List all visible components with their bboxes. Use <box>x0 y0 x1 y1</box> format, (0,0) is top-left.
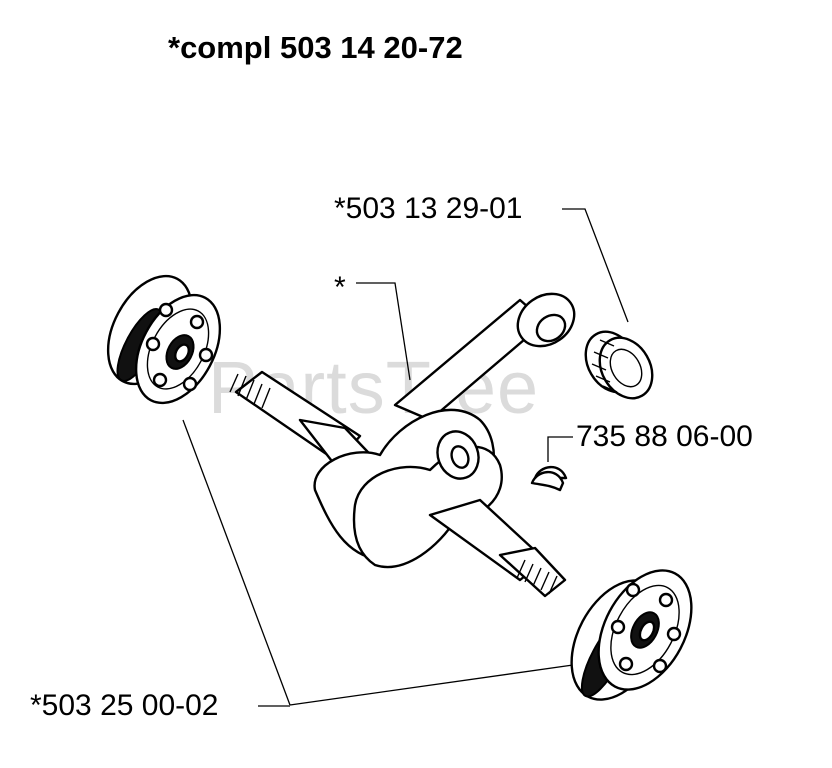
callout-crankshaft-marker[interactable]: * <box>334 271 346 304</box>
right-ball-bearing-icon <box>570 569 693 701</box>
needle-bearing-icon <box>584 330 654 400</box>
left-ball-bearing-icon <box>106 274 222 405</box>
leader-crankshaft <box>356 282 411 381</box>
callout-needle-bearing[interactable]: *503 13 29-01 <box>334 192 523 225</box>
woodruff-key-icon <box>530 465 568 492</box>
crankshaft-icon <box>229 292 576 598</box>
callout-woodruff-key[interactable]: 735 88 06-00 <box>576 420 753 453</box>
right-thread-icon <box>516 559 558 595</box>
leader-needle-bearing <box>562 208 629 323</box>
leader-lines <box>182 208 629 707</box>
leader-woodruff-key <box>547 436 573 462</box>
leader-left-bearing <box>182 419 291 706</box>
leader-right-bearing <box>289 663 581 706</box>
left-thread-icon <box>229 373 271 409</box>
callout-ball-bearing[interactable]: *503 25 00-02 <box>30 689 219 722</box>
diagram-title: *compl 503 14 20-72 <box>168 30 463 65</box>
